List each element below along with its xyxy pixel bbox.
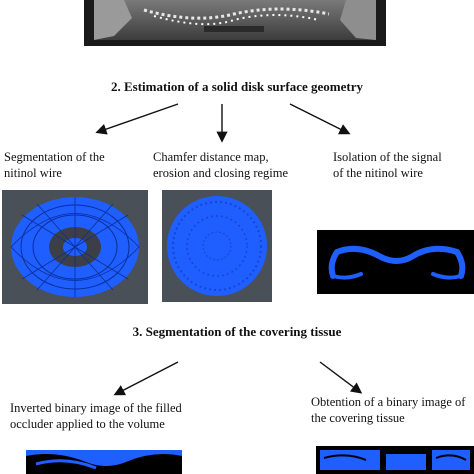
caption-chamfer-distance: Chamfer distance map, erosion and closin… <box>153 150 289 180</box>
ct-scan-image <box>84 0 386 46</box>
arrow-left <box>95 103 179 135</box>
caption-inverted-binary: Inverted binary image of the filled occl… <box>10 401 182 431</box>
solid-disk-render <box>162 190 272 302</box>
arrow-step3-left <box>113 361 179 396</box>
inverted-binary-image <box>26 450 182 474</box>
nitinol-wire-render <box>2 190 148 304</box>
arrow-right <box>289 103 351 135</box>
caption-segmentation-nitinol: Segmentation of the nitinol wire <box>4 150 105 180</box>
caption-binary-covering-tissue: Obtention of a binary image of the cover… <box>311 395 466 425</box>
isolated-signal-image <box>317 230 474 294</box>
step-3-heading: 3. Segmentation of the covering tissue <box>132 324 342 339</box>
covering-tissue-binary-image <box>316 446 474 474</box>
caption-isolation-signal: Isolation of the signal of the nitinol w… <box>333 150 442 180</box>
step-2-heading: 2. Estimation of a solid disk surface ge… <box>110 79 364 94</box>
arrow-step3-right <box>319 361 363 394</box>
